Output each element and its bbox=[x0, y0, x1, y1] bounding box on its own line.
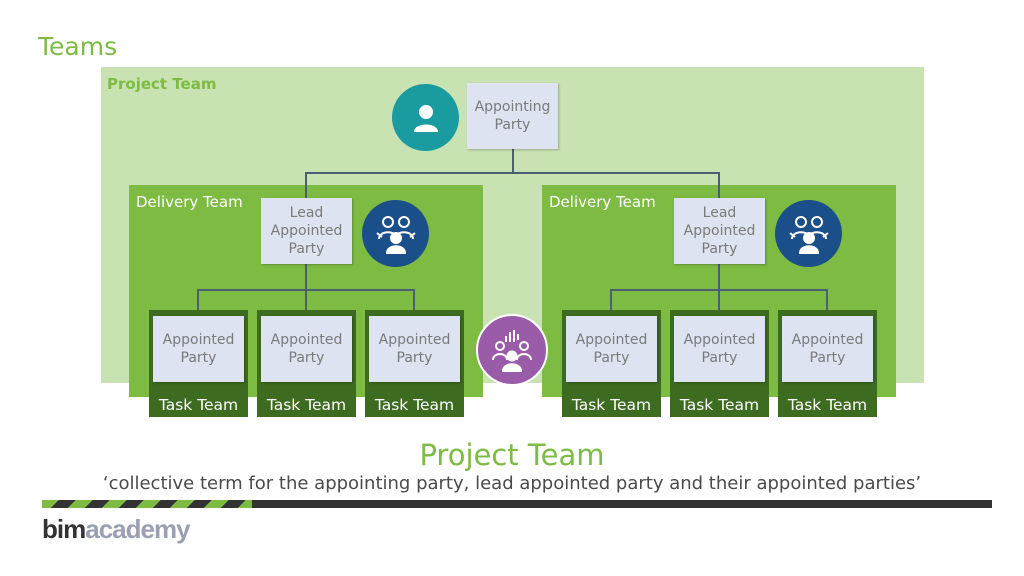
connector-line bbox=[305, 172, 307, 199]
appointed-party-label: Appointed Party bbox=[162, 332, 235, 366]
task-team-5: Appointed Party Task Team bbox=[670, 310, 769, 417]
appointed-party-label: Appointed Party bbox=[378, 332, 451, 366]
appointed-party-box: Appointed Party bbox=[261, 316, 352, 382]
connector-line bbox=[305, 289, 307, 316]
lead-appointed-party-label: Lead Appointed Party bbox=[270, 205, 343, 257]
person-icon bbox=[392, 84, 459, 151]
connector-line bbox=[718, 264, 720, 290]
appointing-party-label: Appointing Party bbox=[474, 99, 551, 133]
logo-academy: academy bbox=[85, 514, 190, 544]
group-lead-icon bbox=[362, 200, 429, 267]
task-team-label: Task Team bbox=[571, 396, 652, 414]
appointing-party-box: Appointing Party bbox=[467, 83, 558, 149]
page-title: Teams bbox=[38, 32, 118, 61]
task-team-label: Task Team bbox=[266, 396, 347, 414]
connector-line bbox=[413, 289, 415, 316]
task-team-4: Appointed Party Task Team bbox=[562, 310, 661, 417]
appointed-party-box: Appointed Party bbox=[153, 316, 244, 382]
appointed-party-box: Appointed Party bbox=[369, 316, 460, 382]
connector-line bbox=[718, 172, 720, 199]
task-team-2: Appointed Party Task Team bbox=[257, 310, 356, 417]
lead-appointed-party-label: Lead Appointed Party bbox=[683, 205, 756, 257]
task-team-label: Task Team bbox=[374, 396, 455, 414]
project-team-label: Project Team bbox=[107, 75, 217, 93]
appointed-party-label: Appointed Party bbox=[575, 332, 648, 366]
appointed-party-label: Appointed Party bbox=[791, 332, 864, 366]
definition-text: ‘collective term for the appointing part… bbox=[102, 473, 922, 494]
connector-line bbox=[197, 289, 199, 316]
footer-bar bbox=[252, 500, 992, 508]
delivery-team-label-1: Delivery Team bbox=[136, 193, 243, 211]
lead-appointed-party-box-1: Lead Appointed Party bbox=[261, 198, 352, 264]
appointed-party-label: Appointed Party bbox=[270, 332, 343, 366]
connector-line bbox=[826, 289, 828, 316]
connector-line bbox=[305, 172, 720, 174]
lead-appointed-party-box-2: Lead Appointed Party bbox=[674, 198, 765, 264]
connector-line bbox=[610, 289, 612, 316]
task-team-6: Appointed Party Task Team bbox=[778, 310, 877, 417]
task-team-3: Appointed Party Task Team bbox=[365, 310, 464, 417]
delivery-team-label-2: Delivery Team bbox=[549, 193, 656, 211]
bimacademy-logo: bimacademy bbox=[42, 514, 191, 545]
group-lead-icon bbox=[775, 200, 842, 267]
task-team-1: Appointed Party Task Team bbox=[149, 310, 248, 417]
task-team-label: Task Team bbox=[158, 396, 239, 414]
connector-line bbox=[512, 149, 514, 173]
appointed-party-label: Appointed Party bbox=[683, 332, 756, 366]
appointed-party-box: Appointed Party bbox=[782, 316, 873, 382]
logo-bim: bim bbox=[42, 514, 86, 544]
appointed-party-box: Appointed Party bbox=[674, 316, 765, 382]
task-team-label: Task Team bbox=[679, 396, 760, 414]
connector-line bbox=[305, 264, 307, 290]
connector-line bbox=[718, 289, 720, 316]
subtitle: Project Team bbox=[419, 438, 605, 472]
task-team-label: Task Team bbox=[787, 396, 868, 414]
appointed-party-box: Appointed Party bbox=[566, 316, 657, 382]
task-team-icon bbox=[476, 314, 548, 386]
